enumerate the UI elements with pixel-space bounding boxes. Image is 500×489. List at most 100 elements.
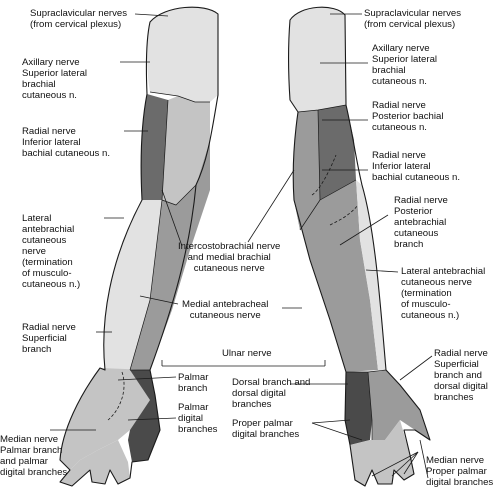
label-supraclavicular-right: Supraclavicular nerves(from cervical ple… <box>364 8 461 30</box>
label-line: (from cervical plexus) <box>30 19 122 30</box>
label-line: brachial <box>22 79 56 90</box>
label-line: of musculo- <box>22 268 72 279</box>
label-line: brachial <box>372 65 406 76</box>
label-line: (termination <box>22 257 73 268</box>
left-internal-borders <box>129 91 210 371</box>
label-line: Axillary nerve <box>22 57 80 68</box>
left-hand-radial-region <box>60 368 150 470</box>
label-line: dorsal digital <box>434 381 488 392</box>
label-line: cutaneous nerve <box>189 310 261 321</box>
label-line: Lateral antebrachial <box>401 266 486 277</box>
label-line: cutaneous n. <box>372 122 427 133</box>
left-fingers <box>60 440 130 486</box>
label-line: Proper palmar <box>426 466 487 477</box>
right-hand-ulnar-region <box>345 372 372 445</box>
label-line: Posterior bachial <box>372 111 444 122</box>
label-line: branches <box>434 392 474 403</box>
label-line: Inferior lateral <box>22 137 81 148</box>
left-arm <box>59 6 219 487</box>
right-hand-radial-region <box>368 370 430 440</box>
label-line: Posterior <box>394 206 433 217</box>
label-line: antebrachial <box>22 224 75 235</box>
right-arm <box>287 6 431 487</box>
label-line: of musculo- <box>401 299 451 310</box>
label-line: Superior lateral <box>372 54 438 65</box>
label-line: Supraclavicular nerves <box>30 8 128 19</box>
label-line: Axillary nerve <box>372 43 430 54</box>
label-line: Palmar branch <box>0 445 63 456</box>
label-line: Palmar <box>178 372 209 383</box>
left-forearm-medial-region <box>130 140 210 370</box>
label-line: cutaneous nerve <box>401 277 472 288</box>
label-supraclavicular-left: Supraclavicular nerves(from cervical ple… <box>30 8 127 30</box>
left-upper-medial-region <box>141 94 168 200</box>
label-line: Median nerve <box>0 434 59 445</box>
label-line: and palmar <box>0 456 48 467</box>
label-line: branch <box>178 383 208 394</box>
label-line: Median nerve <box>426 455 485 466</box>
label-line: digital branches <box>426 477 494 488</box>
label-line: digital branches <box>0 467 68 478</box>
label-line: digital <box>178 413 204 424</box>
label-line: branch and <box>434 370 483 381</box>
label-line: Palmar <box>178 402 209 413</box>
label-line: Superficial <box>434 359 479 370</box>
label-line: Radial nerve <box>372 150 426 161</box>
label-line: cutaneous nerve <box>193 263 265 274</box>
right-shoulder-region <box>288 7 346 112</box>
right-internal-borders <box>297 104 387 440</box>
label-line: bachial cutaneous n. <box>372 172 461 183</box>
label-line: Inferior lateral <box>372 161 431 172</box>
left-shoulder-region <box>147 7 218 102</box>
right-dashed-line <box>311 154 359 226</box>
label-line: cutaneous n. <box>372 76 427 87</box>
label-line: branches <box>178 424 218 435</box>
right-arm-outline <box>287 6 431 487</box>
label-line: Lateral <box>22 213 52 224</box>
label-line: cutaneous <box>394 228 439 239</box>
label-line: Radial nerve <box>394 195 448 206</box>
right-forearm-posterior-region <box>294 180 378 372</box>
label-line: Superficial <box>22 333 67 344</box>
label-line: Ulnar nerve <box>222 348 272 359</box>
label-line: dorsal digital <box>232 388 286 399</box>
label-line: branch <box>22 344 52 355</box>
label-line: (from cervical plexus) <box>364 19 456 30</box>
label-line: digital branches <box>232 429 300 440</box>
label-line: Medial antebracheal <box>182 299 269 310</box>
label-ulnar-nerve: Ulnar nerve <box>222 348 272 359</box>
left-arm-outline <box>59 6 219 487</box>
label-line: branch <box>394 239 424 250</box>
label-line: cutaneous n.) <box>22 279 81 290</box>
label-line: Dorsal branch and <box>232 377 311 388</box>
label-line: Proper palmar <box>232 418 293 429</box>
leader-lines <box>50 13 433 479</box>
label-line: (termination <box>401 288 452 299</box>
label-line: branches <box>232 399 272 410</box>
right-forearm-lateral-region <box>356 180 386 370</box>
label-line: and medial brachial <box>187 252 271 263</box>
label-line: cutaneous n. <box>22 90 77 101</box>
label-line: Radial nerve <box>434 348 488 359</box>
right-upper-lateral-region <box>318 105 356 200</box>
left-forearm-lateral-region <box>103 200 162 370</box>
label-line: Supraclavicular nerves <box>364 8 462 19</box>
